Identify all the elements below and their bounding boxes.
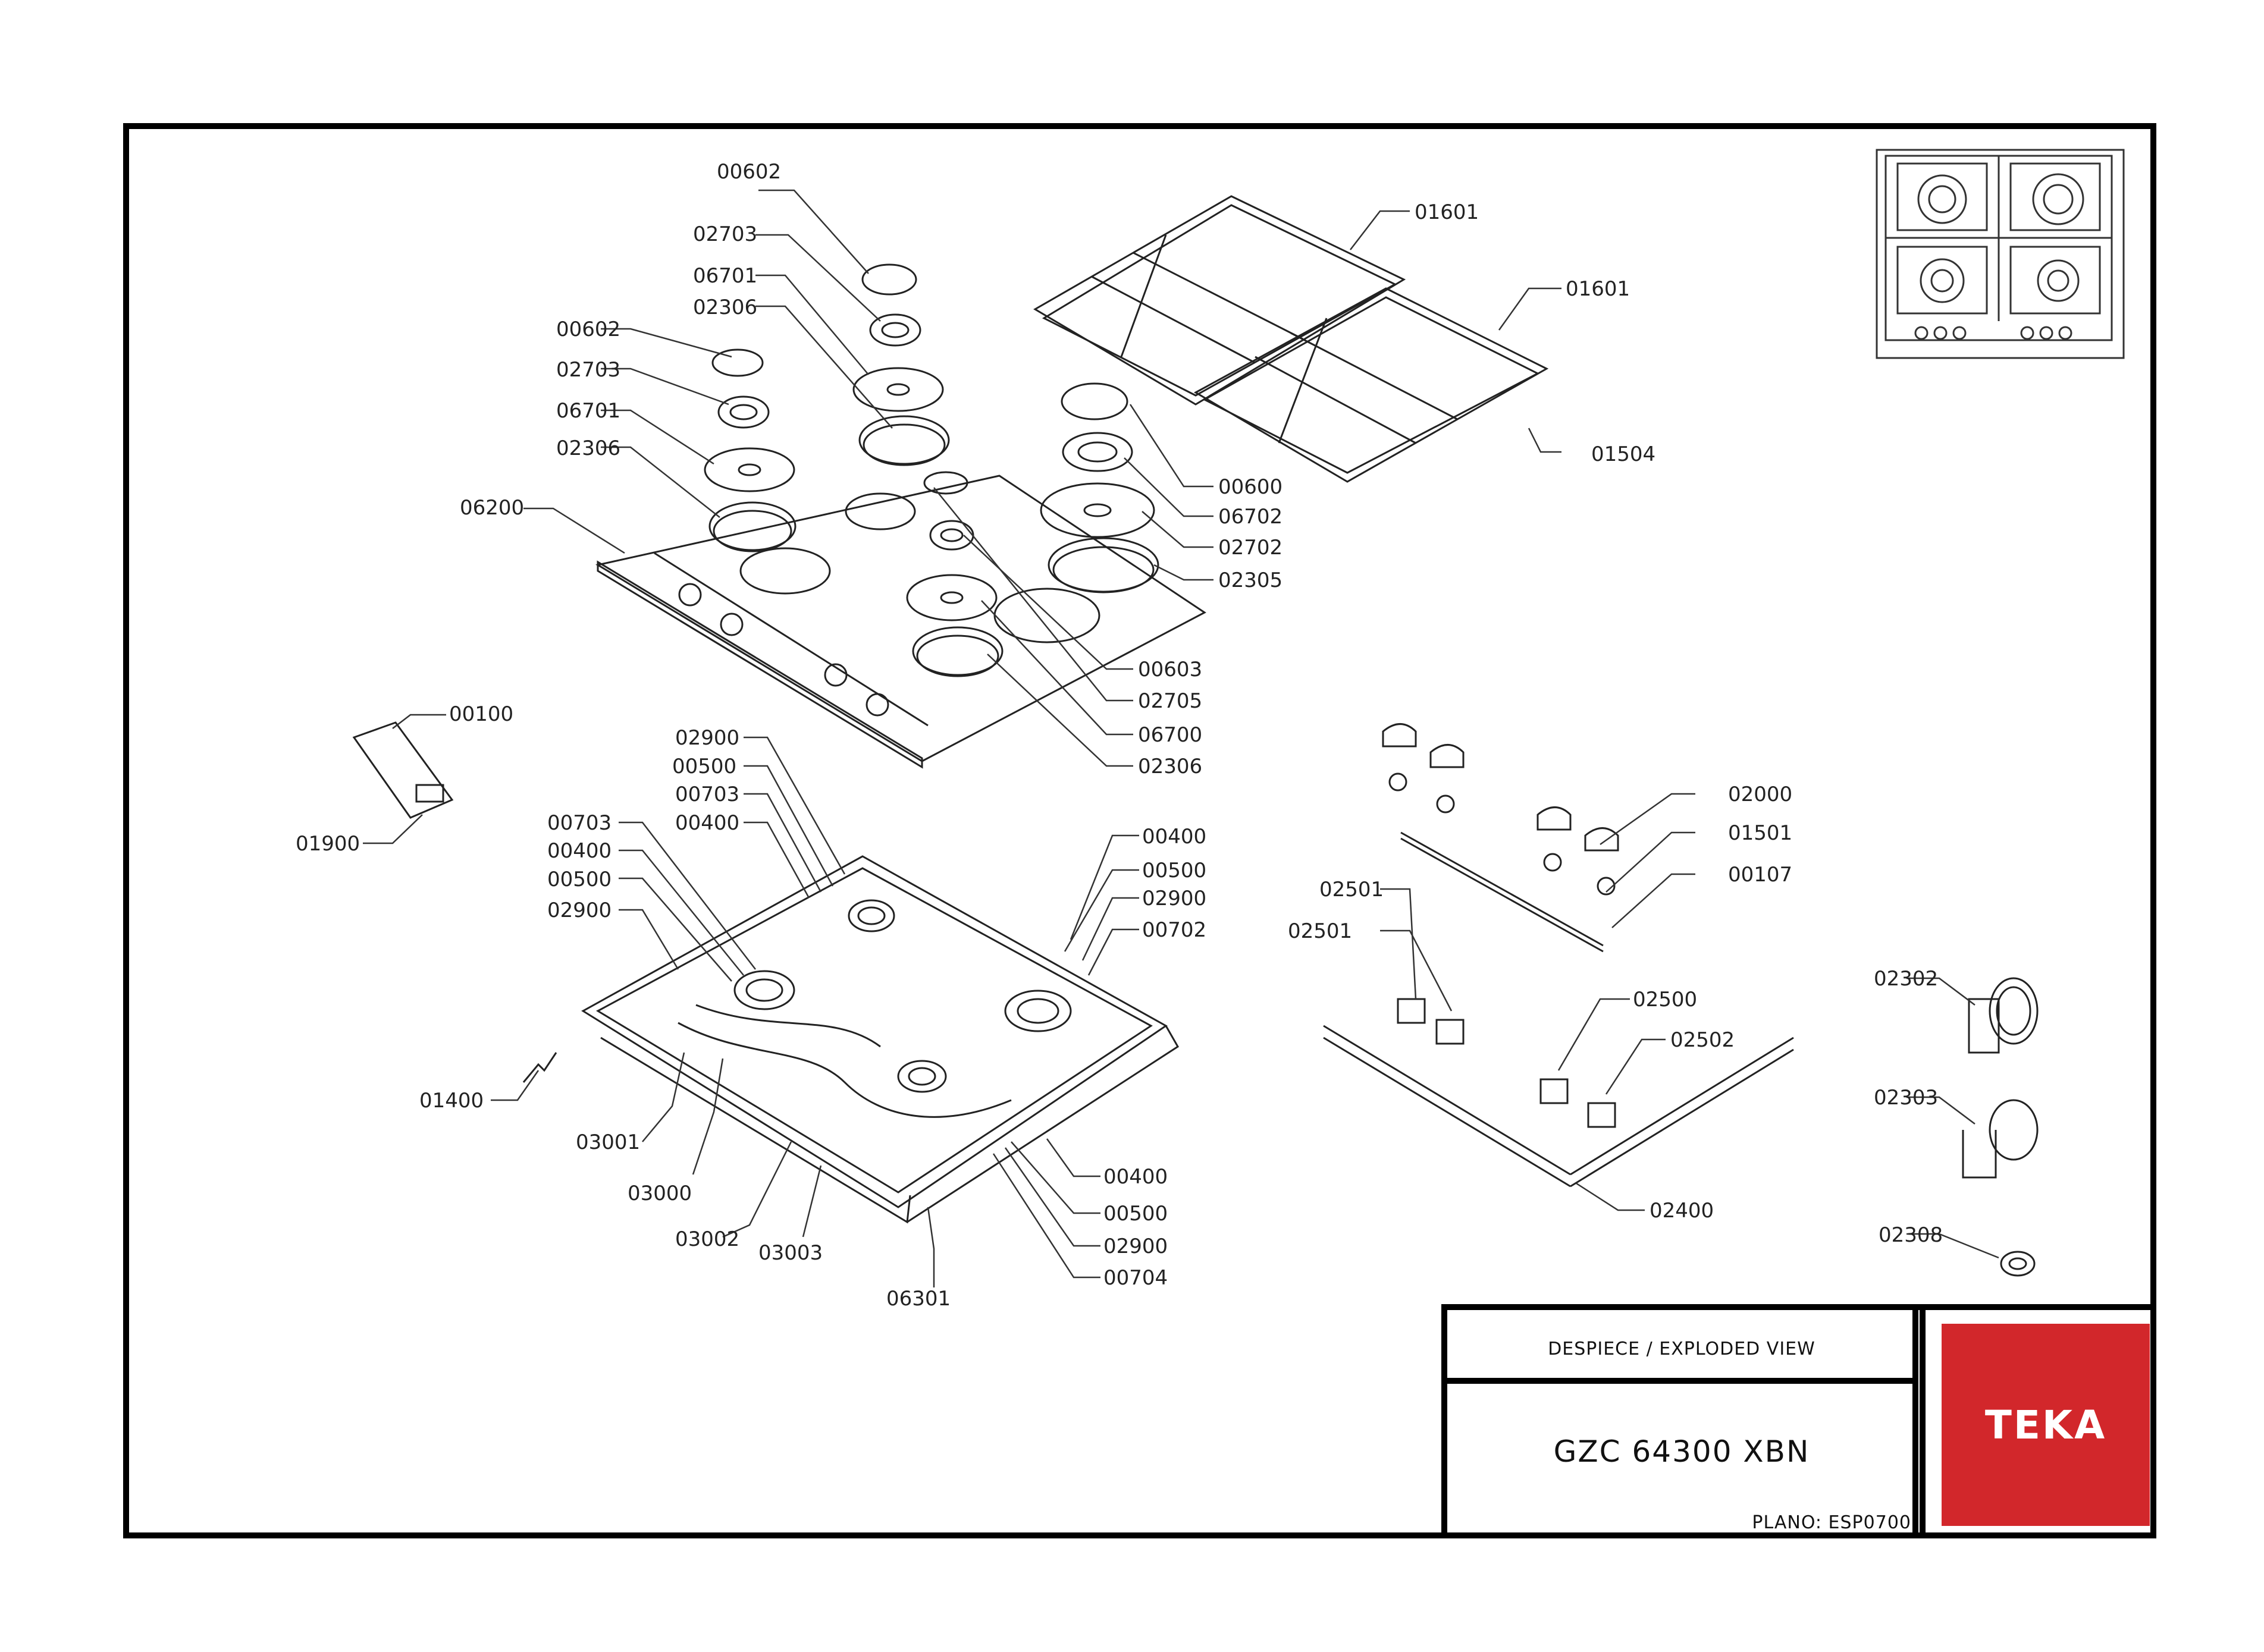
part-label: 00602: [717, 160, 781, 184]
part-label: 02302: [1874, 967, 1938, 991]
part-label: 02501: [1288, 919, 1352, 943]
part-label: 00602: [556, 318, 620, 341]
teka-logo: TEKA: [1942, 1324, 2150, 1526]
part-label: 00107: [1728, 863, 1792, 887]
plan-number: PLANO: ESP0700: [1752, 1512, 1911, 1533]
hob-thumbnail: [1876, 149, 2125, 359]
part-label: 01601: [1415, 200, 1479, 224]
hob-base-tray: [581, 855, 1180, 1224]
drawing-frame: [123, 123, 2156, 1538]
part-label: 01501: [1728, 821, 1792, 845]
part-label: 00500: [1142, 859, 1206, 882]
part-label: 02306: [1138, 755, 1202, 778]
part-label: 03002: [675, 1227, 739, 1251]
part-label: 00500: [672, 755, 736, 778]
part-label: 03003: [758, 1241, 823, 1265]
part-labels: 00602 02703 06701 02306 00602 02703 0670…: [296, 160, 1943, 1311]
part-label: 03000: [628, 1182, 692, 1205]
part-label: 02000: [1728, 783, 1792, 806]
part-label: 02703: [556, 358, 620, 382]
part-label: 02900: [547, 899, 612, 922]
part-label: 02305: [1218, 569, 1282, 592]
part-label: 00702: [1142, 918, 1206, 942]
gas-connectors: [1962, 977, 2039, 1277]
part-label: 02900: [1142, 887, 1206, 910]
part-label: 02400: [1650, 1199, 1714, 1223]
part-label: 02900: [675, 726, 739, 750]
part-label: 00100: [449, 702, 513, 726]
drawing-title: DESPIECE / EXPLODED VIEW: [1548, 1338, 1815, 1359]
part-label: 02308: [1879, 1223, 1943, 1247]
part-label: 01400: [419, 1089, 484, 1113]
part-label: 06701: [693, 264, 757, 288]
part-label: 00400: [675, 811, 739, 835]
ignition-module: [352, 721, 454, 819]
leader-lines: [363, 189, 1999, 1287]
part-label: 06700: [1138, 723, 1202, 747]
part-label: 00603: [1138, 658, 1202, 681]
part-label: 02501: [1319, 878, 1384, 902]
part-label: 02702: [1218, 536, 1282, 560]
part-label: 02502: [1670, 1028, 1735, 1052]
part-label: 00703: [675, 783, 739, 806]
part-label: 06200: [460, 496, 524, 520]
part-label: 01504: [1591, 442, 1655, 466]
hob-top-plate: [595, 475, 1206, 769]
burner-parts: [704, 263, 1159, 677]
part-label: 02705: [1138, 689, 1202, 713]
part-label: 00400: [1103, 1165, 1168, 1189]
model-name: GZC 64300 XBN: [1553, 1434, 1810, 1469]
part-label: 00704: [1103, 1266, 1168, 1290]
part-label: 01601: [1566, 277, 1630, 301]
part-label: 06702: [1218, 505, 1282, 529]
title-block-frame: [1441, 1304, 2156, 1538]
part-label: 02900: [1103, 1235, 1168, 1258]
part-label: 02500: [1633, 988, 1697, 1012]
part-label: 01900: [296, 832, 360, 856]
part-label: 00703: [547, 811, 612, 835]
title-block: DESPIECE / EXPLODED VIEW GZC 64300 XBN P…: [1444, 1307, 2167, 1542]
part-label: 00600: [1218, 475, 1282, 499]
part-label: 02303: [1874, 1086, 1938, 1110]
part-label: 02306: [556, 436, 620, 460]
knobs-and-valves: [1323, 723, 1794, 1188]
part-label: 06301: [886, 1287, 951, 1311]
part-label: 02306: [693, 296, 757, 319]
brand-name: TEKA: [1984, 1402, 2107, 1448]
part-label: 02703: [693, 222, 757, 246]
pan-supports: [1033, 195, 1549, 483]
part-label: 00400: [547, 839, 612, 863]
part-label: 06701: [556, 399, 620, 423]
part-label: 00500: [547, 868, 612, 891]
clip-part: [522, 1052, 557, 1083]
part-label: 03001: [576, 1130, 640, 1154]
part-label: 00500: [1103, 1202, 1168, 1226]
part-label: 00400: [1142, 825, 1206, 849]
